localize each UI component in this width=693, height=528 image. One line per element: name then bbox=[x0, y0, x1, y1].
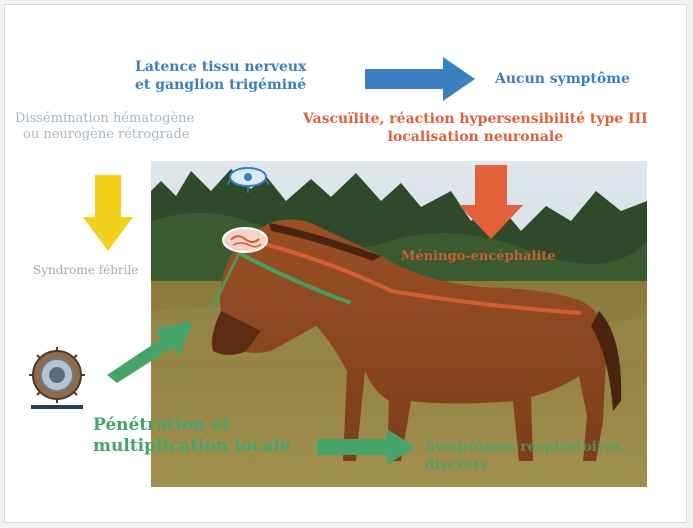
slide: Latence tissu nerveux et ganglion trigém… bbox=[4, 4, 687, 523]
label-penetration: Pénétration et multiplication locale bbox=[93, 415, 291, 458]
label-dissemination-line1: Dissémination hématogène bbox=[15, 111, 194, 127]
label-penetration-line1: Pénétration et bbox=[93, 415, 291, 436]
label-dissemination: Dissémination hématogène ou neurogène ré… bbox=[15, 111, 194, 144]
label-symptomes-respiratoires: Symptômes respiratoires discrets bbox=[425, 439, 621, 474]
label-symptomes-line1: Symptômes respiratoires bbox=[425, 439, 621, 457]
label-meningo: Méningo-encéphalite bbox=[401, 249, 556, 265]
label-syndrome: Syndrome fébrile bbox=[33, 263, 138, 278]
blue-arrow-icon bbox=[365, 57, 477, 105]
label-symptomes-line2: discrets bbox=[425, 457, 621, 475]
brain-icon bbox=[221, 225, 269, 259]
virus-particle-icon bbox=[25, 345, 89, 419]
label-aucun-symptome: Aucun symptôme bbox=[495, 71, 630, 89]
green-diagonal-arrow-icon bbox=[101, 315, 197, 389]
orange-arrow-icon bbox=[457, 165, 525, 243]
label-vascularite: Vascuïlite, réaction hypersensibilité ty… bbox=[303, 111, 648, 146]
neuron-cell-icon bbox=[225, 165, 271, 199]
label-latence-line1: Latence tissu nerveux bbox=[135, 59, 306, 77]
yellow-arrow-icon bbox=[83, 175, 133, 255]
label-vascularite-line1: Vascuïlite, réaction hypersensibilité ty… bbox=[303, 111, 648, 129]
label-dissemination-line2: ou neurogène rétrograde bbox=[15, 127, 194, 143]
label-latence-line2: et ganglion trigéminé bbox=[135, 77, 306, 95]
label-penetration-line2: multiplication locale bbox=[93, 436, 291, 457]
label-latence: Latence tissu nerveux et ganglion trigém… bbox=[135, 59, 306, 94]
label-vascularite-line2: localisation neuronale bbox=[303, 129, 648, 147]
green-right-arrow-icon bbox=[317, 429, 417, 469]
